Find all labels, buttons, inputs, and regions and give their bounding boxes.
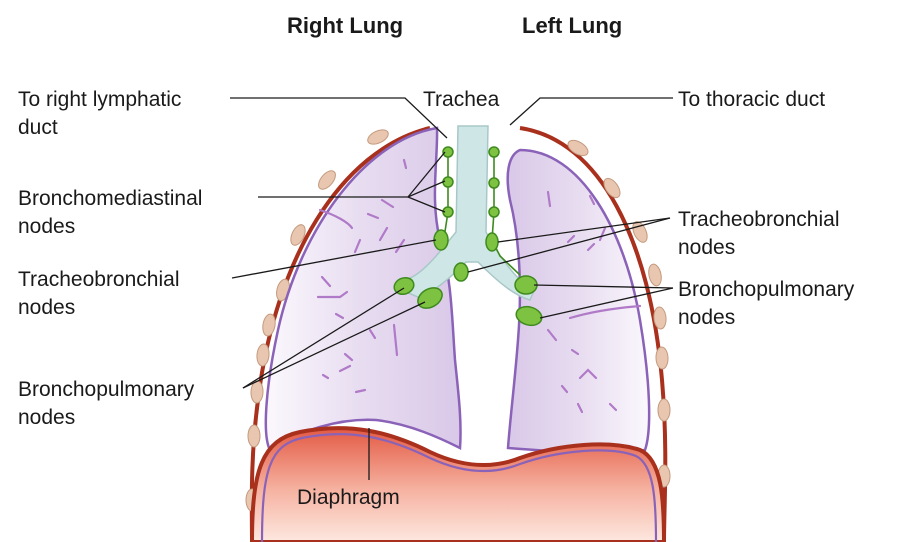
tracheobronchial-node-left xyxy=(486,233,498,251)
tracheobronchial-node-right xyxy=(434,230,448,250)
bronchopulmonary-left-label-line2: nodes xyxy=(18,406,75,429)
bronchomediastinal-label-line2: nodes xyxy=(18,215,75,238)
bronchomediastinal-chain-right xyxy=(443,147,453,238)
tracheobronchial-right-label-line1: Tracheobronchial xyxy=(678,208,839,231)
trachea-label: Trachea xyxy=(423,88,500,111)
diaphragm-label: Diaphragm xyxy=(297,486,400,509)
to-right-lymphatic-label-line1: To right lymphatic xyxy=(18,88,181,111)
to-right-lymphatic-label-line2: duct xyxy=(18,116,58,139)
bronchopulmonary-right-label-line1: Bronchopulmonary xyxy=(678,278,855,301)
bronchopulmonary-left-label-line1: Bronchopulmonary xyxy=(18,378,195,401)
left-lung-header: Left Lung xyxy=(522,13,622,38)
tracheobronchial-node-carina xyxy=(454,263,468,281)
tracheobronchial-left-label-line2: nodes xyxy=(18,296,75,319)
bronchopulmonary-right-label-line2: nodes xyxy=(678,306,735,329)
tracheobronchial-right-label-line2: nodes xyxy=(678,236,735,259)
right-lung-header: Right Lung xyxy=(287,13,403,38)
tracheobronchial-left-label-line1: Tracheobronchial xyxy=(18,268,179,291)
bronchopulmonary-node-left-1 xyxy=(515,276,537,294)
to-thoracic-duct-label: To thoracic duct xyxy=(678,88,825,111)
bronchomediastinal-label-line1: Bronchomediastinal xyxy=(18,187,202,210)
